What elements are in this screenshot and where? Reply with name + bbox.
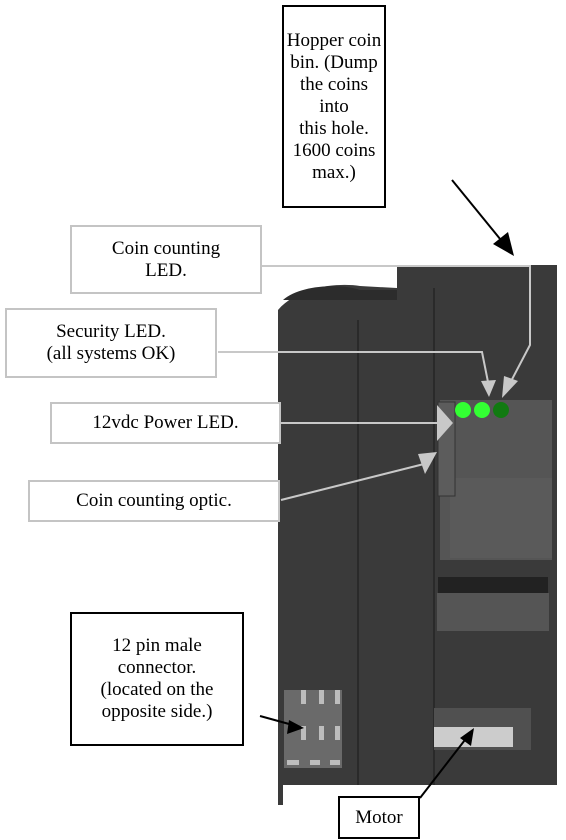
security-led xyxy=(474,402,490,418)
power-led xyxy=(455,402,471,418)
coin-counting-led xyxy=(493,402,509,418)
coin-led-leader xyxy=(262,265,531,388)
security-led-arrowhead xyxy=(481,380,496,397)
motor-callout: Motor xyxy=(338,796,420,839)
hopper-bin-callout: Hopper coin bin. (Dump the coins into th… xyxy=(282,5,386,208)
motor-housing xyxy=(437,593,549,631)
connector-pins xyxy=(287,690,340,765)
coin-led-arrowhead xyxy=(502,376,518,398)
motor-arrowhead xyxy=(460,728,474,746)
connector-callout: 12 pin male connector. (located on the o… xyxy=(70,612,244,746)
motor-arrow xyxy=(419,735,469,799)
motor-shaft xyxy=(434,727,513,747)
optic-arrowhead xyxy=(418,452,437,474)
security-led-leader xyxy=(218,351,489,383)
connector-arrowhead xyxy=(287,720,304,734)
coin-counting-led-callout: Coin counting LED. xyxy=(70,225,262,294)
gray-arrowheads xyxy=(418,376,518,474)
security-led-callout: Security LED. (all systems OK) xyxy=(5,308,217,378)
motor-housing-top xyxy=(438,577,548,593)
optic-leader xyxy=(280,463,425,501)
hopper-arrow xyxy=(451,179,506,246)
hopper-arrowhead xyxy=(493,232,514,256)
power-led-arrowhead xyxy=(437,405,453,441)
gray-leaders xyxy=(218,265,531,501)
circuit-board-lower xyxy=(450,478,552,558)
power-led-callout: 12vdc Power LED. xyxy=(50,402,281,444)
coin-counting-optic-callout: Coin counting optic. xyxy=(28,480,280,522)
hopper-cap xyxy=(283,286,397,300)
